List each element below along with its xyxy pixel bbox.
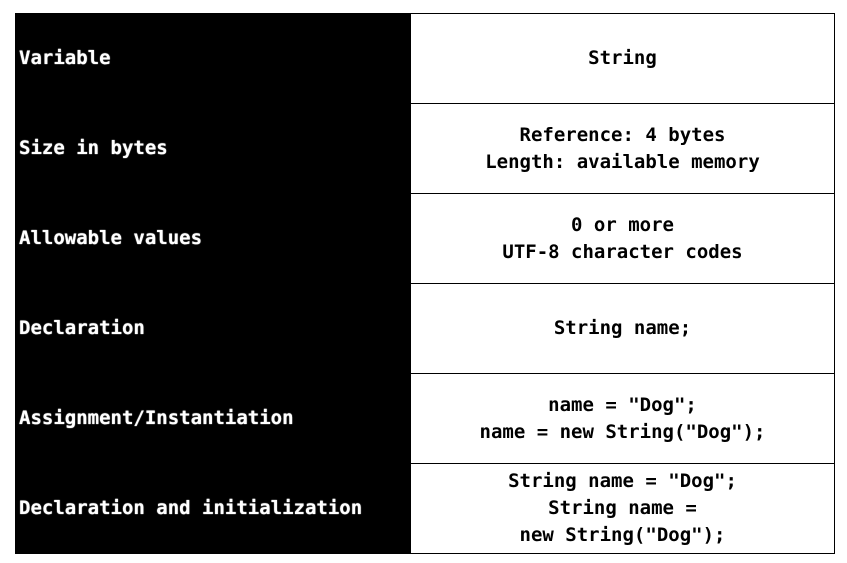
row-value-size: Reference: 4 bytes Length: available mem…: [410, 103, 835, 194]
table-row-allowable-values: Allowable values 0 or more UTF-8 charact…: [15, 193, 835, 284]
table-row-assignment: Assignment/Instantiation name = "Dog"; n…: [15, 373, 835, 464]
string-variable-table: Variable String Size in bytes Reference:…: [15, 13, 835, 554]
row-label-allowable-values: Allowable values: [15, 193, 411, 284]
row-label-declaration: Declaration: [15, 283, 411, 374]
row-value-declaration-initialization: String name = "Dog"; String name = new S…: [410, 463, 835, 554]
row-label-size: Size in bytes: [15, 103, 411, 194]
row-value-variable: String: [410, 13, 835, 104]
row-label-assignment: Assignment/Instantiation: [15, 373, 411, 464]
row-label-variable: Variable: [15, 13, 411, 104]
property-table: Variable String Size in bytes Reference:…: [15, 13, 835, 554]
row-value-declaration: String name;: [410, 283, 835, 374]
table-row-declaration: Declaration String name;: [15, 283, 835, 374]
table-row-variable: Variable String: [15, 13, 835, 104]
row-label-declaration-initialization: Declaration and initialization: [15, 463, 411, 554]
table-row-declaration-initialization: Declaration and initialization String na…: [15, 463, 835, 554]
table-row-size: Size in bytes Reference: 4 bytes Length:…: [15, 103, 835, 194]
row-value-assignment: name = "Dog"; name = new String("Dog");: [410, 373, 835, 464]
row-value-allowable-values: 0 or more UTF-8 character codes: [410, 193, 835, 284]
